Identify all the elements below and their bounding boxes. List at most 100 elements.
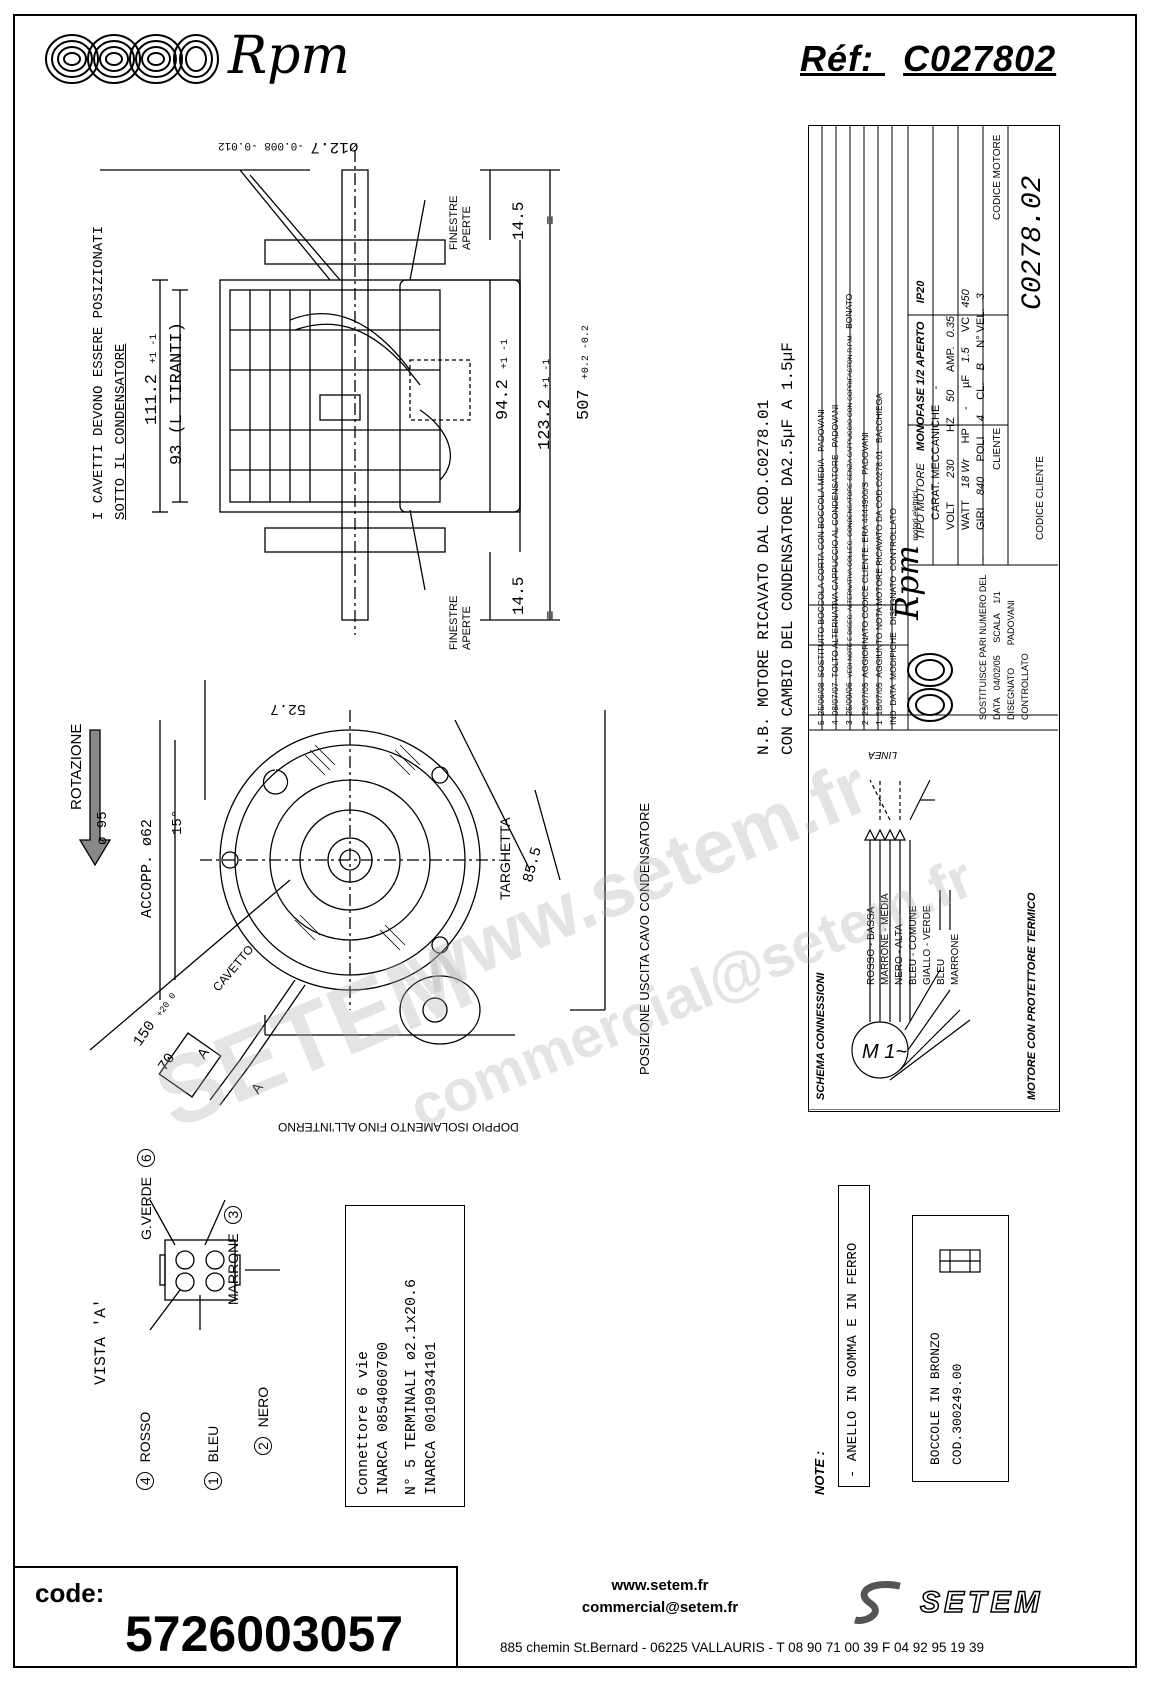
ref-label: Réf:	[800, 38, 874, 79]
dim-111-value: 111.2	[143, 373, 162, 425]
tipo-motore-value: MONOFASE 1/2 APERTO	[915, 321, 927, 451]
ref-value: C027802	[903, 38, 1057, 79]
wire-nero: NERO - ALTA	[894, 924, 905, 985]
electrical-row-2: WATT 18 Wr HP - µF 1.5 VC 450	[960, 289, 972, 530]
code-value: 5726003057	[125, 1606, 404, 1662]
wire-bleu-comune: BLEU - COMUNE	[908, 905, 919, 985]
bronze-line2: COD.300249.00	[950, 1363, 965, 1465]
vista-pin-2: 2 NERO	[254, 1387, 272, 1455]
dim-111-tol: +1 -1	[149, 333, 160, 364]
vista-pin-3: MARRONE 3	[224, 1205, 242, 1305]
connector-line4: INARCA 0010934101	[423, 1341, 440, 1495]
dim-shaft-value: ø12.7	[310, 138, 359, 156]
finestre-bottom-line2: APERTE	[461, 606, 473, 650]
dim-shaft-tol-lower: -0.012	[218, 139, 258, 151]
pin-3-label: MARRONE	[225, 1233, 241, 1305]
title-rpm-logo: Rpm motori elettrici	[888, 491, 926, 620]
pin-4-num: 4	[136, 1472, 154, 1490]
code-box	[13, 1566, 458, 1668]
disegnato-row: DISEGNATO PADOVANI	[1006, 600, 1016, 720]
bronze-line1: BOCCOLE IN BRONZO	[928, 1332, 943, 1465]
dim-shaft: ø12.7 -0.008 -0.012	[218, 138, 358, 156]
connector-line2: INARCA 0854060700	[375, 1341, 392, 1495]
wire-marrone-2: MARRONE	[950, 933, 961, 985]
footer-address: 885 chemin St.Bernard - 06225 VALLAURIS …	[500, 1640, 985, 1655]
revision-row-2: 2 25/07/05 AGGIORNATO CODICE CLIENTE: ER…	[860, 432, 870, 725]
data-row: DATA 04/02/05 SCALA 1/1	[992, 591, 1002, 720]
cables-note-line2: SOTTO IL CONDENSATORE	[113, 343, 129, 520]
revision-row-1: 1 18/07/05 AGGIUNTO NOTA MOTORE RICAVATO…	[874, 393, 884, 725]
wire-marrone: MARRONE - MEDIA	[880, 893, 891, 985]
code-label: code:	[35, 1578, 105, 1608]
vista-pin-6: G.VERDE 6	[137, 1149, 155, 1240]
vista-a-connector	[149, 1199, 280, 1331]
finestre-bottom: FINESTRE APERTE	[448, 596, 474, 650]
setem-swoosh-icon	[853, 1581, 901, 1625]
codice-motore-label: CODICE MOTORE	[992, 134, 1003, 220]
pin-6-label: G.VERDE	[138, 1176, 154, 1240]
dim-111: 111.2 +1 -1	[143, 334, 162, 425]
vista-title: VISTA 'A'	[92, 1298, 110, 1385]
dim-507: 507 +0.2 -0.2	[575, 325, 594, 420]
finestre-top-line1: FINESTRE	[448, 195, 460, 250]
pin-1-label: BLEU	[205, 1425, 221, 1463]
electrical-row-3: GIRI 840 POLI 4 CL. B N° VEL. 3	[975, 293, 987, 530]
pin-3-num: 3	[224, 1205, 242, 1224]
notes-title: NOTE :	[812, 1450, 827, 1495]
nb-line1: N.B. MOTORE RICAVATO DAL COD.C0278.01	[755, 399, 773, 755]
dim-123-value: 123.2	[536, 398, 555, 450]
rotazione-label: ROTAZIONE	[68, 723, 85, 810]
bronze-box	[912, 1215, 1009, 1482]
setem-logo: SETEM	[850, 1578, 1110, 1628]
dim-123: 123.2 +1 -1	[536, 359, 555, 450]
rpm-logo: Rpm	[40, 26, 380, 98]
pin-6-num: 6	[137, 1149, 155, 1168]
connector-spec-text: Connettore 6 vie INARCA 0854060700 N° 5 …	[354, 1279, 442, 1495]
carat-label: CARAT. MECCANICHE	[930, 404, 942, 520]
pin-4-label: ROSSO	[137, 1411, 153, 1463]
dim-52: 52.7	[270, 700, 307, 717]
setem-logo-text: SETEM	[919, 1585, 1044, 1620]
brand-name: Rpm	[228, 26, 350, 86]
bronze-text: BOCCOLE IN BRONZO COD.300249.00	[925, 1332, 969, 1465]
motor-side-view	[100, 150, 560, 635]
wire-rosso: ROSSO - BASSA	[866, 906, 877, 985]
pin-1-num: 1	[204, 1472, 222, 1490]
nb-note: N.B. MOTORE RICAVATO DAL COD.C0278.01 CO…	[752, 342, 800, 755]
motor-end-view	[78, 680, 606, 1106]
schema-diagram: M 1~	[851, 779, 971, 1081]
drawing-frame	[13, 14, 1137, 1668]
carat-value: -	[930, 385, 942, 390]
dim-507-value: 507	[575, 389, 594, 420]
wire-bleu: BLEU	[936, 958, 947, 985]
footer-website[interactable]: www.setem.fr	[611, 1577, 709, 1594]
schema-linea: LINEA	[868, 749, 897, 760]
footer-contact: www.setem.fr commercial@setem.fr	[520, 1575, 800, 1619]
bushing-icon	[939, 1249, 981, 1273]
footer-email[interactable]: commercial@setem.fr	[581, 1599, 739, 1616]
dim-94-tol: +1 -1	[500, 338, 511, 369]
targhetta-label: TARGHETTA	[497, 817, 513, 900]
schema-title: SCHEMA CONNESSIONI	[815, 972, 827, 1100]
dim-14-top: 14.5	[510, 201, 528, 240]
codice-motore-value: C0278.02	[1018, 175, 1049, 310]
vista-pin-4: 4 ROSSO	[136, 1411, 154, 1490]
cables-note-line1: I CAVETTI DEVONO ESSERE POSIZIONATI	[91, 225, 107, 520]
ip-value: IP20	[915, 280, 927, 304]
carat-row: CARAT. MECCANICHE -	[930, 386, 942, 520]
connector-line3: N° 5 TERMINALI ø2.1x20.6	[403, 1278, 420, 1495]
schema-motor-label: M 1~	[862, 1041, 907, 1063]
dia-95: ø 95	[95, 811, 111, 845]
dim-shaft-tol-upper: -0.008	[264, 139, 304, 151]
cables-note: I CAVETTI DEVONO ESSERE POSIZIONATI SOTT…	[88, 226, 132, 520]
codice-cliente-label: CODICE CLIENTE	[1035, 456, 1046, 540]
finestre-top-line2: APERTE	[461, 206, 473, 250]
sostituisce-row: SOSTITUISCE PARI NUMERO DEL -	[978, 556, 988, 720]
dim-94-value: 94.2	[494, 379, 513, 420]
title-block-grid	[808, 125, 1058, 1110]
title-block	[808, 125, 1060, 1112]
notes-text: - ANELLO IN GOMMA E IN FERRO	[845, 1242, 861, 1478]
electrical-row-1: VOLT 230 HZ 50 AMP. 0.35	[945, 315, 957, 530]
revision-row-5: 5 25/06/08 SOSTITUITO BOCCOLA CORTA CON …	[816, 409, 826, 725]
dim-123-tol: +1 -1	[542, 358, 553, 389]
